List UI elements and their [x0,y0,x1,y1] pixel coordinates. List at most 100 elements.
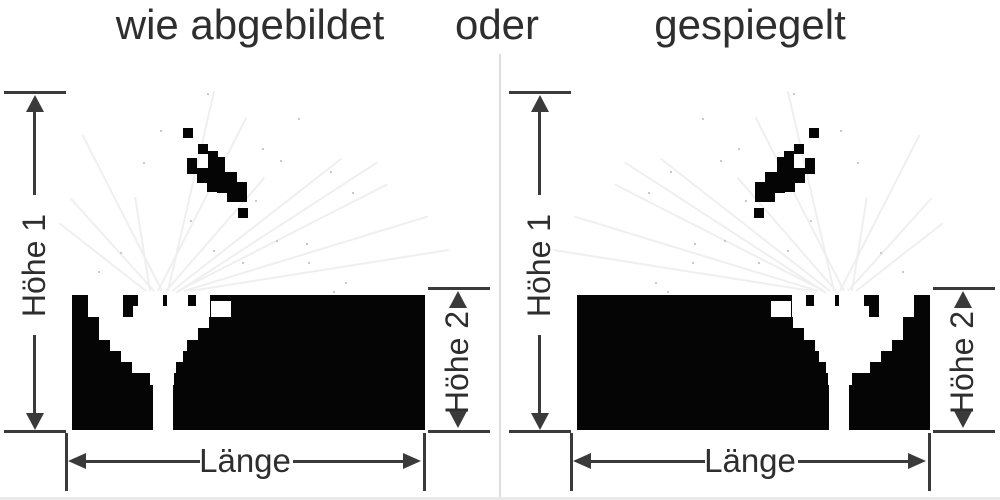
arrow-up-icon [954,291,972,308]
arrow-up-icon [26,95,44,112]
grass-cutout-pixel [815,340,892,351]
height1-dim-line [33,335,36,414]
grass-speck [333,291,335,293]
cattail-head-pixel [777,157,787,173]
length-dim-line [590,460,705,463]
grass-cutout-pixel [99,328,198,340]
grass-cutout-pixel [792,306,869,317]
grass-cutout-pixel [792,295,806,306]
grass-speck [793,93,795,95]
height2-top-cap [933,287,995,290]
arrow-down-icon [531,413,549,430]
grass-speck [902,271,904,273]
grass-cutout-pixel [839,295,864,306]
grass-speck [308,262,310,264]
grass-speck [160,130,162,132]
grass-cutout-pixel [138,295,163,306]
grass-speck [98,271,100,273]
grass-speck [262,148,264,150]
arrow-right-icon [908,453,926,469]
cattail-head-pixel [208,151,218,172]
height1-label-text: Höhe 1 [521,213,558,317]
grass-speck [255,200,257,202]
grass-speck [857,162,859,164]
height1-bottom-cap [4,430,66,433]
grass-speck [655,282,657,284]
height2-bottom-cap [933,430,995,433]
height1-bottom-cap [509,430,571,433]
arrow-down-icon [954,411,972,428]
cattail-head-pixel [794,144,804,154]
length-extension-line [928,433,931,491]
grass-cutout-pixel [879,295,914,306]
grass-speck [330,171,332,173]
grass-speck [745,200,747,202]
grass-cutout-pixel [819,351,881,362]
grass-speck [648,192,650,194]
grass-cutout-pixel [814,295,835,306]
height2-dimension-label: Höhe 2 [423,306,493,418]
grass-speck [810,220,812,222]
height1-dimension-label: Höhe 1 [505,195,575,335]
length-dim-line [85,460,200,463]
cattail-head-pixel [805,158,815,174]
option-label-as-shown: wie abgebildet [115,1,385,48]
grass-cutout-pixel [829,385,849,430]
cattail-head-pixel [187,158,197,174]
grass-cutout-pixel [88,295,123,306]
cattail-head-pixel [238,208,248,218]
arrow-down-icon [449,411,467,428]
height1-dim-line [33,111,36,195]
grass-motif-mirrored [502,0,1000,500]
grass-speck [352,192,354,194]
grass-cutout-pixel [121,351,183,362]
arrow-right-icon [403,453,421,469]
cattail-head-pixel [215,157,225,173]
grass-speck [242,262,244,264]
grass-blade-stroke [81,134,163,292]
image-bottom-edge [0,497,1000,500]
height2-top-cap [428,287,490,290]
height2-label-text: Höhe 2 [944,310,981,414]
arrow-down-icon [26,413,44,430]
length-extension-line [570,433,573,491]
grass-blade-stroke [553,249,813,292]
grass-cutout-pixel [196,295,210,306]
height1-top-cap [4,91,66,94]
height2-dimension-label: Höhe 2 [928,306,998,418]
cattail-head-pixel [754,208,764,218]
grass-speck [667,291,669,293]
grass-speck [758,262,760,264]
cattail-head-pixel [198,144,208,154]
cattail-head-pixel [183,128,193,138]
grass-speck [120,252,122,254]
length-dim-line [798,460,910,463]
grass-speck [702,118,704,120]
height1-label-text: Höhe 1 [16,213,53,317]
option-conjunction: oder [454,1,540,48]
cattail-head-pixel [755,192,775,202]
grass-motif [58,91,449,430]
grass-speck [143,162,145,164]
grass-cutout-pixel [88,306,123,317]
grass-cutout-pixel [110,340,187,351]
grass-cutout-pixel [153,385,173,430]
height1-dimension-label: Höhe 1 [0,195,70,335]
grass-speck [276,240,278,242]
grass-cutout-pixel [826,362,870,373]
grass-speck [345,282,347,284]
grass-speck [306,243,308,245]
grass-cutout-pixel [804,328,903,340]
grass-speck [724,240,726,242]
height1-top-cap [509,91,571,94]
grass-speck [280,160,282,162]
arrow-up-icon [531,95,549,112]
cattail-head-pixel [809,128,819,138]
arrow-left-icon [68,453,86,469]
grass-speck [298,118,300,120]
cattail-head-pixel [227,192,247,202]
grass-speck [213,250,215,252]
grass-speck [190,220,192,222]
height1-dim-line [538,335,541,414]
